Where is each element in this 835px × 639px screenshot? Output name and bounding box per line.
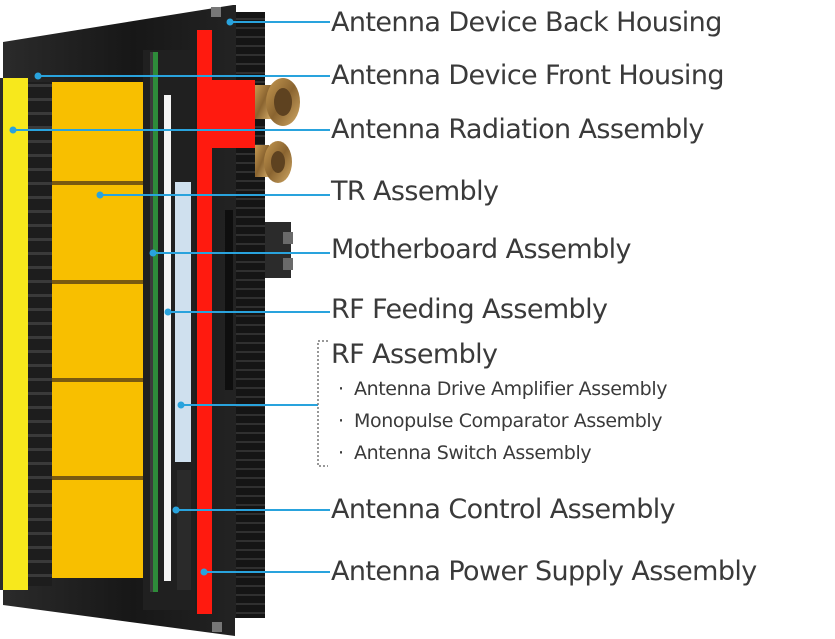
tr-module [52,480,143,578]
leader-dot-radiation-assembly [9,126,17,134]
label-control-assembly: Antenna Control Assembly [331,494,676,525]
rf-subitem-label: Monopulse Comparator Assembly [354,410,663,432]
leader-endpoints [9,18,234,576]
rf-assembly-board [175,182,191,462]
leader-dot-rf-feeding-assembly [164,308,172,316]
power-supply-strip [197,30,255,614]
rf-subitem-drive-amplifier: · Antenna Drive Amplifier Assembly [338,378,667,400]
rf-subitem-antenna-switch: · Antenna Switch Assembly [338,442,592,464]
rf-subitem-label: Antenna Switch Assembly [354,442,592,464]
label-rf-feeding-assembly: RF Feeding Assembly [331,294,608,325]
tr-module [52,382,143,476]
label-front-housing: Antenna Device Front Housing [331,60,724,91]
leader-dot-power-supply-assembly [200,568,208,576]
tr-module [52,185,143,280]
tr-module [52,284,143,378]
leader-dot-tr-assembly [96,191,104,199]
rf-subitem-monopulse-comparator: · Monopulse Comparator Assembly [338,410,663,432]
leader-dot-motherboard-assembly [149,249,157,257]
connector-strip [28,82,52,586]
tr-module [52,82,143,181]
label-power-supply-assembly: Antenna Power Supply Assembly [331,556,757,587]
leader-dot-rf-assembly [177,401,185,409]
leader-dot-front-housing [34,72,42,80]
leader-dot-control-assembly [172,506,180,514]
tr-module-stack [52,82,143,578]
rf-subitem-bullet: · [338,410,344,432]
rf-feeding-strip [164,95,171,581]
rf-subitem-label: Antenna Drive Amplifier Assembly [354,378,668,400]
rf-subitem-bullet: · [338,378,344,400]
label-motherboard-assembly: Motherboard Assembly [331,234,632,265]
rear-connector-block [265,222,293,278]
motherboard-board [153,52,158,592]
leader-dot-back-housing [226,18,234,26]
rf-subitem-bullet: · [338,442,344,464]
rf-assembly-bracket [317,340,328,467]
rear-connector [255,78,300,183]
label-back-housing: Antenna Device Back Housing [331,7,722,38]
label-radiation-assembly: Antenna Radiation Assembly [331,114,704,145]
label-rf-assembly: RF Assembly [331,339,498,370]
label-tr-assembly: TR Assembly [331,176,499,207]
antenna-radiation-panel [3,78,28,590]
leader-lines [13,21,330,573]
